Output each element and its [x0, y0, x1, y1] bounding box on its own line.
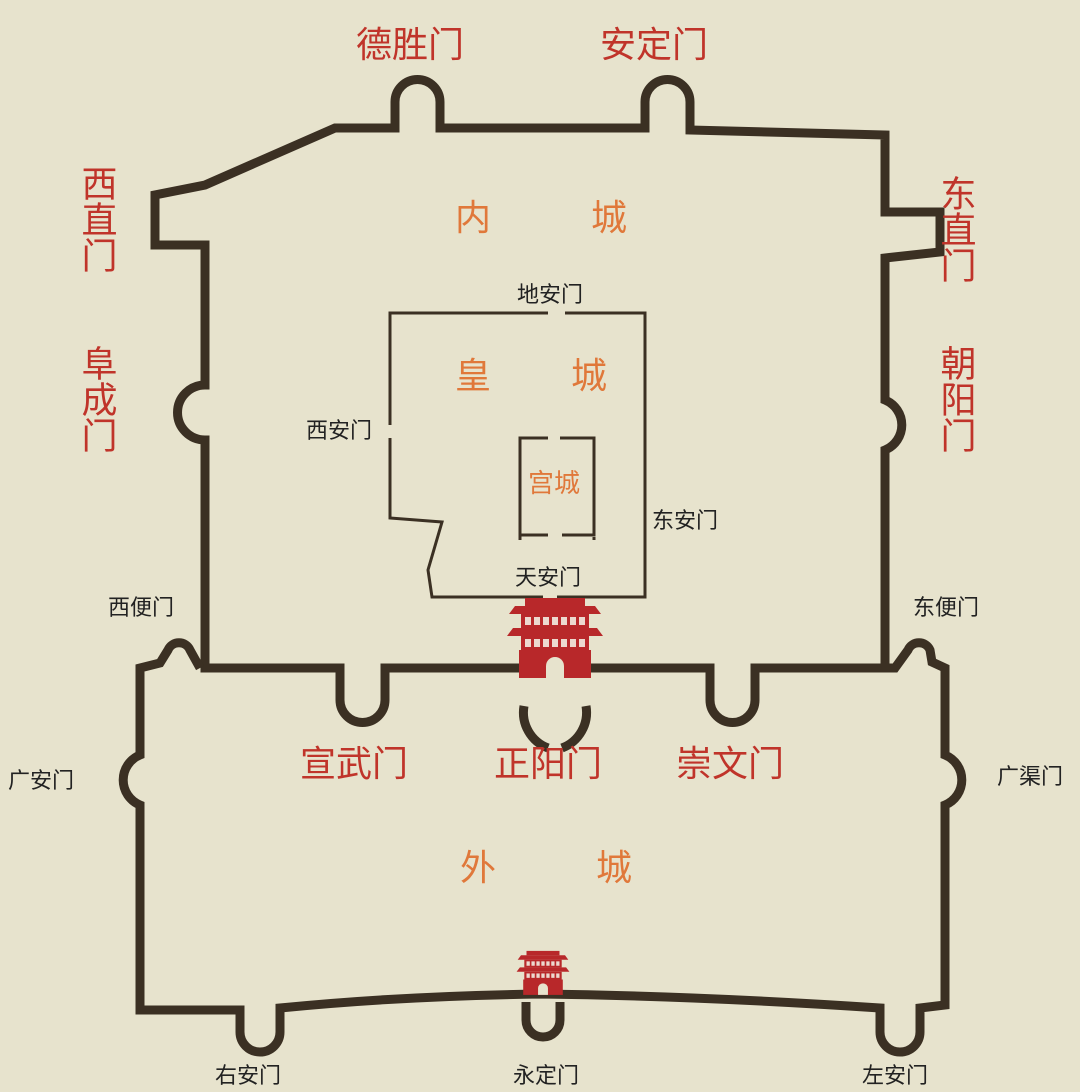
dian-gate-label: 地安门 [517, 283, 583, 308]
fucheng-gate-label: 阜成门 [76, 345, 117, 453]
youan-gate-label: 右安门 [215, 1064, 281, 1089]
dongan-gate-label: 东安门 [652, 509, 718, 534]
xuanwu-gate-label: 宣武门 [300, 744, 408, 785]
zhengyang-gate-label: 正阳门 [494, 744, 602, 785]
xibian-gate-label: 西便门 [108, 596, 174, 621]
xian-gate-label: 西安门 [306, 419, 372, 444]
imperial-city-label: 皇城 [455, 356, 687, 397]
zuoan-gate-label: 左安门 [862, 1064, 928, 1089]
desheng-gate-label: 德胜门 [356, 25, 464, 66]
yongding-barbican [521, 1002, 565, 1042]
yongding-gate-label: 永定门 [513, 1064, 579, 1089]
chongwen-gate-label: 崇文门 [676, 744, 784, 785]
outer-city-label: 外城 [460, 848, 732, 889]
zhengyang-gate-building [507, 598, 603, 678]
inner-city-label: 内城 [455, 198, 727, 239]
guangan-gate-label: 广安门 [8, 769, 74, 794]
guangqu-gate-label: 广渠门 [997, 765, 1063, 790]
yongding-gate-building [516, 950, 570, 995]
anding-gate-label: 安定门 [600, 25, 708, 66]
inner-city-wall [150, 75, 945, 727]
dongbian-gate-label: 东便门 [913, 596, 979, 621]
palace-city-label: 宫城 [528, 469, 580, 499]
palace-city-wall-bottom [518, 520, 596, 537]
dongzhi-gate-label: 东直门 [935, 175, 976, 283]
xizhi-gate-label: 西直门 [76, 165, 117, 273]
tianan-gate-label: 天安门 [515, 566, 581, 591]
chaoyang-gate-label: 朝阳门 [935, 345, 976, 453]
zhengyang-barbican [518, 705, 592, 753]
imperial-city-wall [388, 311, 647, 599]
